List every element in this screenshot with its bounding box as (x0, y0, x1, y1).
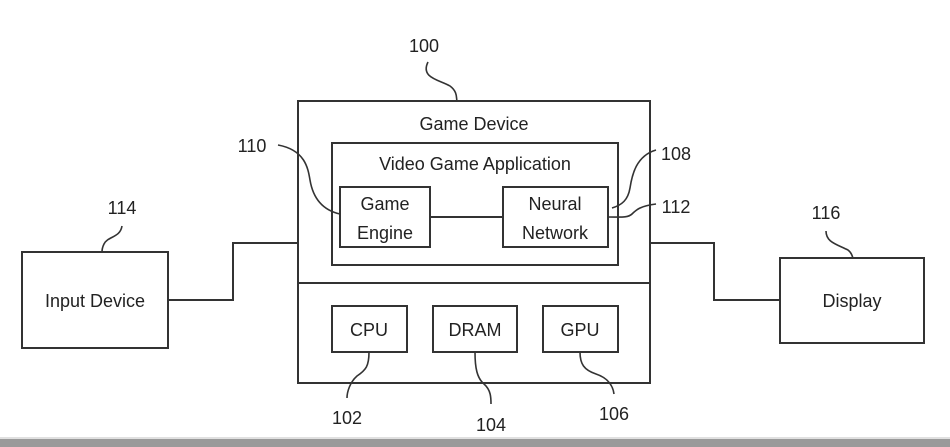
ref-116: 116 (812, 203, 841, 223)
leader-116 (825, 230, 854, 259)
game-engine-label-line1: Game (360, 194, 409, 214)
leader-100 (425, 61, 458, 102)
leader-110 (277, 144, 341, 215)
input-device-label: Input Device (45, 291, 145, 311)
ref-104: 104 (476, 415, 506, 435)
input-device-box (21, 251, 169, 349)
video-game-application-label: Video Game Application (379, 154, 571, 174)
game-engine-label-line2: Engine (357, 223, 413, 243)
leader-106 (579, 351, 615, 395)
neural-network-label-line2: Network (522, 223, 589, 243)
bottom-border-bar (0, 437, 950, 447)
leader-108 (611, 149, 657, 209)
game-device-label: Game Device (419, 114, 528, 134)
cpu-label: CPU (350, 320, 388, 340)
ref-106: 106 (599, 404, 629, 424)
dram-box (432, 305, 518, 353)
game-engine-box (339, 186, 431, 248)
ref-108: 108 (661, 144, 691, 164)
leader-114 (101, 225, 123, 253)
input-to-device-connector (168, 242, 298, 301)
ref-110: 110 (238, 136, 267, 156)
dram-label: DRAM (449, 320, 502, 340)
leader-102 (346, 351, 370, 399)
ref-100: 100 (409, 36, 439, 56)
ref-102: 102 (332, 408, 362, 428)
neural-network-box (502, 186, 609, 248)
neural-network-label-line1: Neural (528, 194, 581, 214)
cpu-box (331, 305, 408, 353)
display-box (779, 257, 925, 344)
gpu-box (542, 305, 619, 353)
display-label: Display (822, 291, 881, 311)
ref-114: 114 (108, 198, 137, 218)
device-to-display-connector (650, 242, 780, 301)
gpu-label: GPU (560, 320, 599, 340)
ref-112: 112 (662, 197, 691, 217)
leader-112 (607, 203, 657, 218)
leader-104 (474, 351, 492, 405)
